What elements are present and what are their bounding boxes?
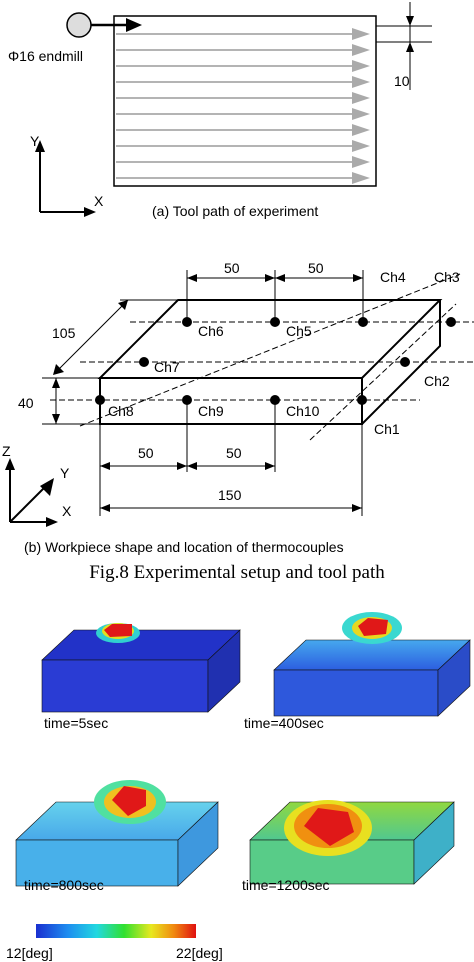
map-label-1200sec: time=1200sec xyxy=(242,877,330,893)
temperature-map-1200sec xyxy=(249,800,455,885)
axis-x-label: X xyxy=(94,193,104,209)
label-ch1: Ch1 xyxy=(374,421,400,437)
label-ch10: Ch10 xyxy=(286,403,320,419)
temperature-map-5sec xyxy=(41,623,241,713)
dim-arrow-icon xyxy=(100,504,110,512)
tool-path-arrow-icon xyxy=(352,108,370,120)
thermocouple-ch8 xyxy=(95,395,105,405)
dim-length: 150 xyxy=(218,487,242,503)
pitch-arrow-bottom-icon xyxy=(406,42,414,52)
thermocouple-ch4 xyxy=(358,317,368,327)
axis-y-label: Y xyxy=(30,133,40,149)
colorbar-min-label: 12[deg] xyxy=(6,945,53,961)
x-axis-arrow-icon xyxy=(84,207,96,217)
temperature-map-800sec xyxy=(15,780,219,887)
dim-top-2: 50 xyxy=(308,260,324,276)
tool-path-arrow-icon xyxy=(352,76,370,88)
dim-arrow-icon xyxy=(100,462,110,470)
tool-path-arrow-icon xyxy=(352,172,370,184)
thermocouple-ch6 xyxy=(182,317,192,327)
dim-top-1: 50 xyxy=(224,260,240,276)
tool-path-lines xyxy=(116,28,370,184)
label-ch6: Ch6 xyxy=(198,323,224,339)
pitch-arrow-top-icon xyxy=(406,16,414,26)
caption-b: (b) Workpiece shape and location of ther… xyxy=(24,539,344,555)
label-ch5: Ch5 xyxy=(286,323,312,339)
dim-arrow-icon xyxy=(265,462,275,470)
thermocouple-ch7 xyxy=(139,357,149,367)
dim-arrow-icon xyxy=(187,462,197,470)
colorbar-max-label: 22[deg] xyxy=(176,945,223,961)
label-ch2: Ch2 xyxy=(424,373,450,389)
workpiece-outline xyxy=(113,15,377,187)
tool-path-arrow-icon xyxy=(352,28,370,40)
tool-entry-arrow-icon xyxy=(126,18,142,32)
dim-arrow-icon xyxy=(265,274,275,282)
label-ch9: Ch9 xyxy=(198,403,224,419)
caption-a: (a) Tool path of experiment xyxy=(152,203,318,219)
thermocouple-ch9 xyxy=(182,395,192,405)
endmill-label: Φ16 endmill xyxy=(8,48,83,64)
tool-path-arrow-icon xyxy=(352,92,370,104)
endmill-icon xyxy=(66,12,92,38)
figure-caption: Fig.8 Experimental setup and tool path xyxy=(89,562,385,583)
dim-arrow-icon xyxy=(52,378,60,388)
thermocouple-ch3 xyxy=(446,317,456,327)
thermocouple-ch5 xyxy=(270,317,280,327)
workpiece-diagram: 50 50 105 40 50 50 150 xyxy=(2,260,474,555)
tool-path-arrow-icon xyxy=(352,44,370,56)
tool-path-arrow-icon xyxy=(352,156,370,168)
z-axis-arrow-icon xyxy=(5,458,15,470)
dim-bottom-2: 50 xyxy=(226,445,242,461)
tool-path-diagram: 10 Φ16 endmill Y X (a) Tool path of expe… xyxy=(8,2,432,219)
label-ch3: Ch3 xyxy=(434,269,460,285)
dim-arrow-icon xyxy=(275,274,285,282)
dim-arrow-icon xyxy=(187,274,197,282)
dim-arrow-icon xyxy=(118,300,128,310)
tool-path-arrow-icon xyxy=(352,60,370,72)
dim-arrow-icon xyxy=(353,274,363,282)
tool-path-arrow-icon xyxy=(352,140,370,152)
thermocouple-ch10 xyxy=(270,395,280,405)
axis-x-label: X xyxy=(62,503,72,519)
temperature-maps: time=5sec time=400sec time=800sec time=1… xyxy=(6,612,471,961)
pitch-label: 10 xyxy=(394,73,410,89)
dim-arrow-icon xyxy=(352,504,362,512)
dim-bottom-1: 50 xyxy=(138,445,154,461)
tool-path-arrow-icon xyxy=(352,124,370,136)
y-axis-arrow-icon xyxy=(40,478,54,496)
temperature-map-400sec xyxy=(273,612,471,717)
dim-arrow-icon xyxy=(52,414,60,424)
x-axis-arrow-icon xyxy=(46,517,58,527)
y-axis-arrow-icon xyxy=(35,140,45,152)
map-label-400sec: time=400sec xyxy=(244,715,324,731)
map-label-5sec: time=5sec xyxy=(44,715,108,731)
label-ch7: Ch7 xyxy=(154,359,180,375)
map-label-800sec: time=800sec xyxy=(24,877,104,893)
dim-arrow-icon xyxy=(177,462,187,470)
dim-arrow-icon xyxy=(53,364,64,375)
dim-height: 40 xyxy=(18,395,34,411)
label-ch4: Ch4 xyxy=(380,269,406,285)
thermocouple-ch2 xyxy=(400,357,410,367)
dim-depth: 105 xyxy=(52,325,76,341)
label-ch8: Ch8 xyxy=(108,403,134,419)
axis-z-label: Z xyxy=(2,443,11,459)
axis-y-label: Y xyxy=(60,465,70,481)
thermocouple-ch1 xyxy=(357,395,367,405)
colorbar xyxy=(36,924,196,938)
